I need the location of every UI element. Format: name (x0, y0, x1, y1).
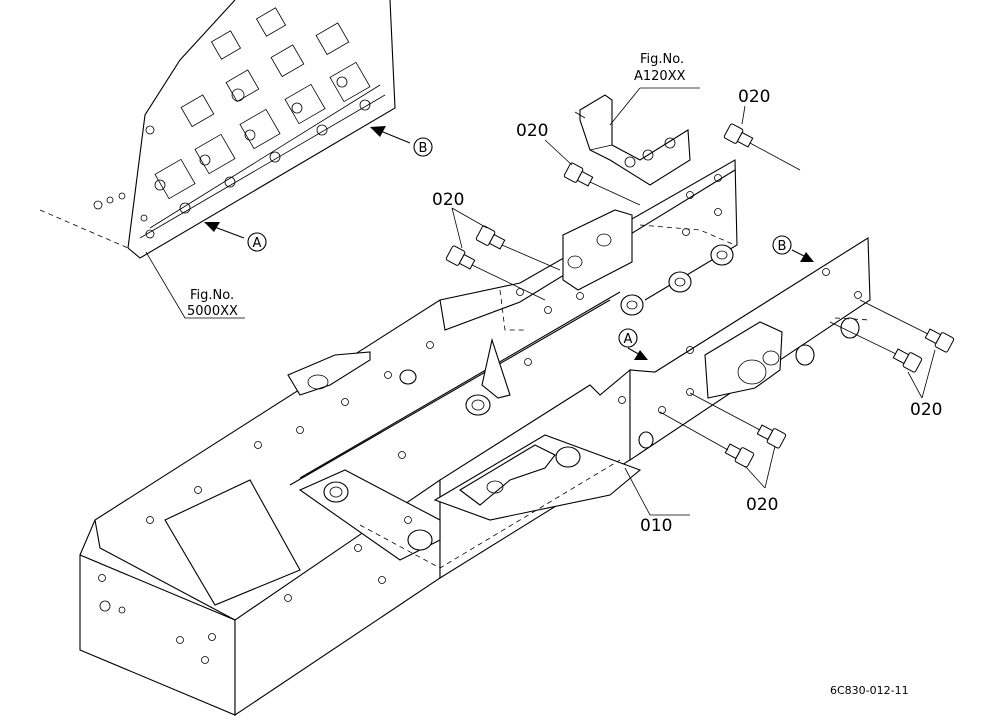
arrow-a-frame: A (618, 328, 648, 360)
marker-b-frame: B (778, 239, 787, 254)
fig-5000-number: 5000XX (187, 304, 238, 319)
leaders (451, 105, 936, 516)
main-frame (79, 159, 871, 717)
engine-block (39, 0, 396, 259)
bolts-020 (445, 123, 955, 468)
callout-020-top-center: 020 (516, 121, 548, 141)
arrow-b-engine: B (370, 126, 433, 157)
marker-a-engine: A (253, 236, 262, 251)
fig-5000-label: Fig.No. (190, 288, 234, 303)
fig-a120-number: A120XX (634, 69, 686, 84)
callout-020-bottom: 020 (746, 495, 778, 515)
arrow-b-frame: B (772, 235, 814, 262)
fig-ref-a120: Fig.No. A120XX (634, 52, 686, 84)
callout-020-left: 020 (432, 190, 464, 210)
fig-a120-label: Fig.No. (640, 52, 684, 67)
callout-010: 010 (640, 516, 672, 536)
bracket-a120 (574, 87, 700, 186)
fig-ref-5000: Fig.No. 5000XX (145, 251, 245, 319)
callout-020-right: 020 (910, 400, 942, 420)
marker-b-engine: B (419, 141, 428, 156)
arrow-a-engine: A (204, 222, 267, 252)
marker-a-frame: A (624, 332, 633, 347)
drawing-number: 6C830-012-11 (830, 684, 909, 697)
callout-020-top-right: 020 (738, 87, 770, 107)
